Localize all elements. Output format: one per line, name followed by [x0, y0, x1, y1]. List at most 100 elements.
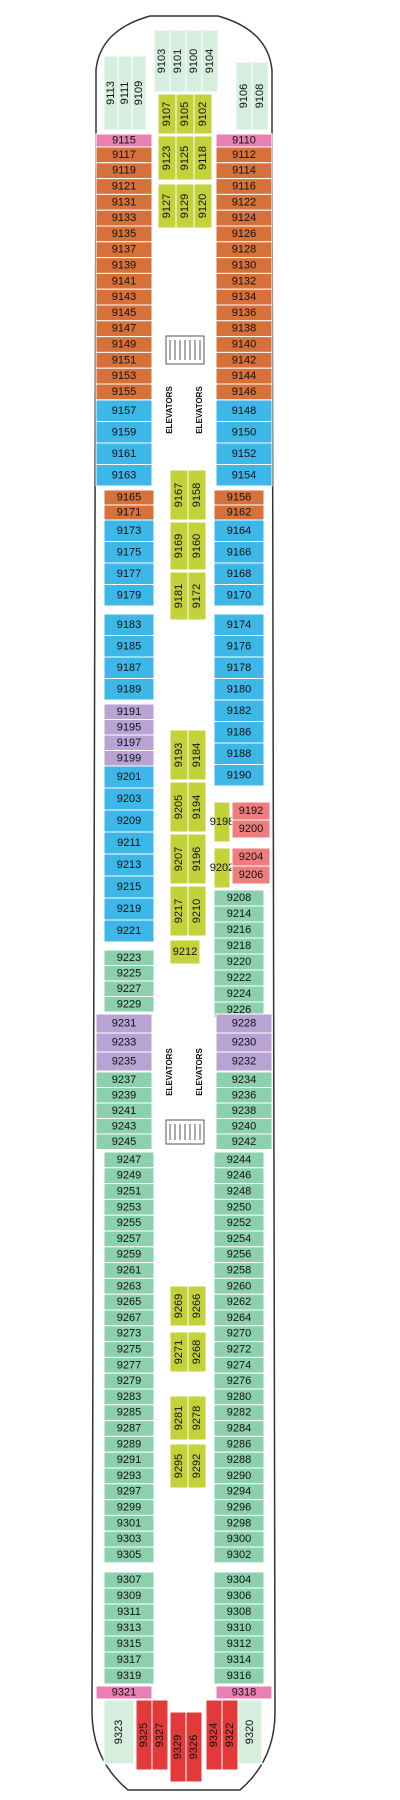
cabin-9184[interactable]: 9184: [187, 729, 207, 781]
cabin-9149[interactable]: 9149: [95, 336, 153, 353]
cabin-9287[interactable]: 9287: [103, 1420, 155, 1437]
cabin-9298[interactable]: 9298: [213, 1514, 265, 1532]
cabin-9253[interactable]: 9253: [103, 1198, 155, 1216]
cabin-9303[interactable]: 9303: [103, 1530, 155, 1548]
cabin-9317[interactable]: 9317: [103, 1651, 155, 1669]
cabin-9197[interactable]: 9197: [103, 734, 155, 751]
cabin-9305[interactable]: 9305: [103, 1546, 155, 1564]
cabin-9131[interactable]: 9131: [95, 193, 153, 211]
cabin-9227[interactable]: 9227: [103, 980, 155, 997]
cabin-9238[interactable]: 9238: [215, 1102, 273, 1119]
cabin-9169[interactable]: 9169: [169, 521, 189, 571]
cabin-9322[interactable]: 9322: [221, 1699, 239, 1771]
cabin-9268[interactable]: 9268: [187, 1331, 207, 1373]
cabin-9289[interactable]: 9289: [103, 1435, 155, 1453]
cabin-9190[interactable]: 9190: [213, 764, 265, 787]
cabin-9241[interactable]: 9241: [95, 1102, 153, 1119]
cabin-9186[interactable]: 9186: [213, 721, 265, 744]
cabin-9232[interactable]: 9232: [215, 1051, 273, 1072]
cabin-9296[interactable]: 9296: [213, 1499, 265, 1516]
cabin-9220[interactable]: 9220: [213, 953, 265, 971]
cabin-9315[interactable]: 9315: [103, 1635, 155, 1653]
cabin-9244[interactable]: 9244: [213, 1151, 265, 1169]
cabin-9204[interactable]: 9204: [231, 847, 271, 867]
cabin-9118[interactable]: 9118: [193, 135, 213, 181]
cabin-9294[interactable]: 9294: [213, 1483, 265, 1501]
cabin-9127[interactable]: 9127: [157, 183, 177, 229]
cabin-9150[interactable]: 9150: [215, 421, 273, 444]
cabin-9252[interactable]: 9252: [213, 1214, 265, 1232]
cabin-9221[interactable]: 9221: [103, 919, 155, 943]
cabin-9280[interactable]: 9280: [213, 1388, 265, 1406]
cabin-9267[interactable]: 9267: [103, 1309, 155, 1327]
cabin-9200[interactable]: 9200: [231, 819, 271, 839]
cabin-9188[interactable]: 9188: [213, 742, 265, 765]
cabin-9313[interactable]: 9313: [103, 1619, 155, 1637]
cabin-9327[interactable]: 9327: [151, 1699, 169, 1771]
cabin-9121[interactable]: 9121: [95, 178, 153, 195]
cabin-9208[interactable]: 9208: [213, 889, 265, 907]
cabin-9323[interactable]: 9323: [103, 1699, 135, 1765]
cabin-9216[interactable]: 9216: [213, 921, 265, 939]
cabin-9288[interactable]: 9288: [213, 1451, 265, 1469]
cabin-9123[interactable]: 9123: [157, 135, 177, 181]
cabin-9255[interactable]: 9255: [103, 1214, 155, 1232]
cabin-9203[interactable]: 9203: [103, 787, 155, 811]
cabin-9281[interactable]: 9281: [169, 1395, 189, 1441]
cabin-9207[interactable]: 9207: [169, 833, 189, 885]
cabin-9215[interactable]: 9215: [103, 875, 155, 899]
cabin-9128[interactable]: 9128: [215, 241, 273, 259]
cabin-9225[interactable]: 9225: [103, 965, 155, 982]
cabin-9311[interactable]: 9311: [103, 1603, 155, 1621]
cabin-9324[interactable]: 9324: [205, 1699, 223, 1771]
cabin-9245[interactable]: 9245: [95, 1133, 153, 1150]
cabin-9102[interactable]: 9102: [193, 93, 213, 135]
cabin-9212[interactable]: 9212: [169, 939, 201, 965]
cabin-9229[interactable]: 9229: [103, 996, 155, 1013]
cabin-9277[interactable]: 9277: [103, 1356, 155, 1374]
cabin-9180[interactable]: 9180: [213, 678, 265, 701]
cabin-9138[interactable]: 9138: [215, 320, 273, 338]
cabin-9319[interactable]: 9319: [103, 1667, 155, 1685]
cabin-9242[interactable]: 9242: [215, 1133, 273, 1150]
cabin-9126[interactable]: 9126: [215, 225, 273, 243]
cabin-9130[interactable]: 9130: [215, 257, 273, 274]
cabin-9293[interactable]: 9293: [103, 1467, 155, 1485]
cabin-9299[interactable]: 9299: [103, 1499, 155, 1516]
cabin-9265[interactable]: 9265: [103, 1293, 155, 1311]
cabin-9194[interactable]: 9194: [187, 781, 207, 833]
cabin-9258[interactable]: 9258: [213, 1262, 265, 1279]
cabin-9213[interactable]: 9213: [103, 853, 155, 877]
cabin-9320[interactable]: 9320: [237, 1699, 263, 1765]
cabin-9107[interactable]: 9107: [157, 93, 177, 135]
cabin-9176[interactable]: 9176: [213, 635, 265, 658]
cabin-9172[interactable]: 9172: [187, 571, 207, 621]
cabin-9206[interactable]: 9206: [231, 865, 271, 885]
cabin-9173[interactable]: 9173: [103, 519, 155, 542]
cabin-9115[interactable]: 9115: [95, 133, 153, 148]
cabin-9302[interactable]: 9302: [213, 1546, 265, 1564]
cabin-9223[interactable]: 9223: [103, 949, 155, 966]
cabin-9165[interactable]: 9165: [103, 489, 155, 506]
cabin-9283[interactable]: 9283: [103, 1388, 155, 1406]
cabin-9175[interactable]: 9175: [103, 541, 155, 564]
cabin-9124[interactable]: 9124: [215, 209, 273, 227]
cabin-9307[interactable]: 9307: [103, 1571, 155, 1589]
cabin-9222[interactable]: 9222: [213, 969, 265, 987]
cabin-9153[interactable]: 9153: [95, 367, 153, 385]
cabin-9239[interactable]: 9239: [95, 1087, 153, 1104]
cabin-9292[interactable]: 9292: [187, 1443, 207, 1489]
cabin-9256[interactable]: 9256: [213, 1246, 265, 1264]
cabin-9237[interactable]: 9237: [95, 1071, 153, 1088]
cabin-9137[interactable]: 9137: [95, 241, 153, 259]
cabin-9100[interactable]: 9100: [185, 29, 203, 93]
cabin-9146[interactable]: 9146: [215, 383, 273, 401]
cabin-9157[interactable]: 9157: [95, 399, 153, 422]
cabin-9228[interactable]: 9228: [215, 1013, 273, 1034]
cabin-9266[interactable]: 9266: [187, 1285, 207, 1327]
cabin-9154[interactable]: 9154: [215, 464, 273, 487]
cabin-9261[interactable]: 9261: [103, 1262, 155, 1279]
cabin-9295[interactable]: 9295: [169, 1443, 189, 1489]
cabin-9108[interactable]: 9108: [251, 61, 269, 131]
cabin-9210[interactable]: 9210: [187, 885, 207, 937]
